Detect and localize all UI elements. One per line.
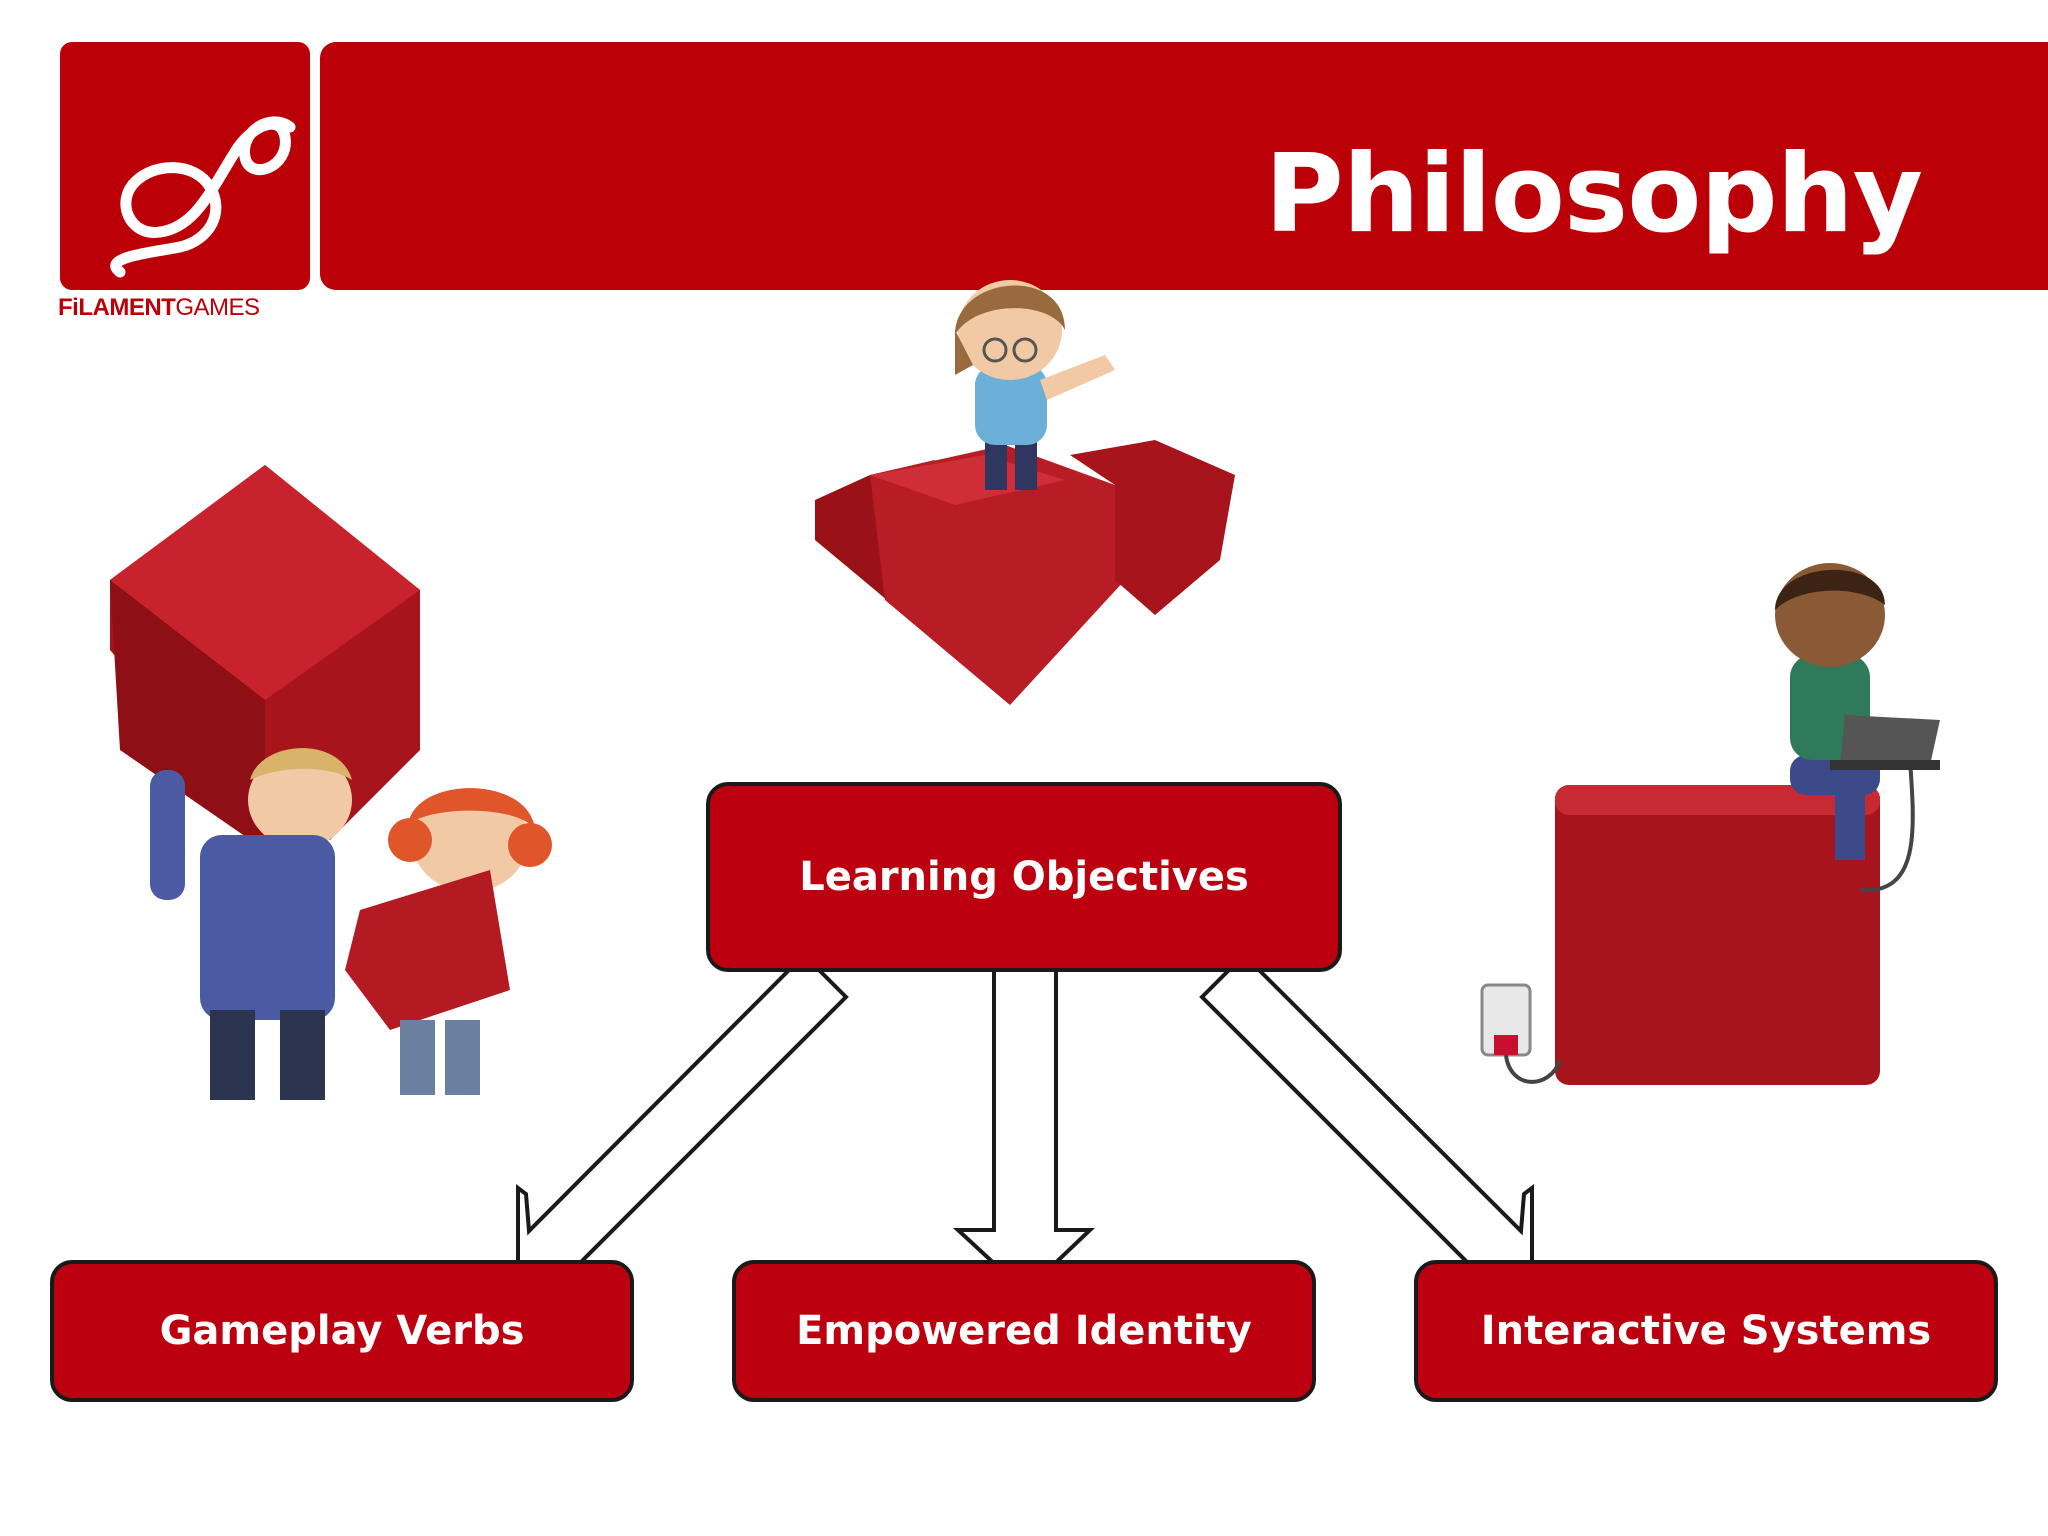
node-label: Interactive Systems: [1480, 1308, 1932, 1354]
kids-lifting-cube-illustration: [110, 465, 552, 1100]
node-label: Empowered Identity: [796, 1308, 1252, 1354]
page-title: Philosophy: [1264, 132, 1923, 257]
filament-swirl-icon: [110, 116, 296, 278]
arrow-to-interactive-systems: [1199, 952, 1534, 1284]
node-label: Learning Objectives: [799, 854, 1249, 900]
boy-with-laptop-illustration: [1480, 563, 1940, 1085]
node-gameplay-verbs: Gameplay Verbs: [50, 1260, 634, 1402]
node-learning-objectives: Learning Objectives: [706, 782, 1342, 972]
node-label: Gameplay Verbs: [159, 1308, 525, 1354]
header-bar: [320, 42, 2048, 290]
logo-wordmark: FiLAMENTGAMES: [58, 294, 260, 321]
arrow-to-empowered-identity: [952, 953, 1095, 1295]
filament-games-logo: [60, 42, 310, 290]
girl-on-cubes-illustration: [815, 280, 1235, 705]
node-empowered-identity: Empowered Identity: [732, 1260, 1316, 1402]
arrow-to-gameplay-verbs: [516, 952, 849, 1284]
node-interactive-systems: Interactive Systems: [1414, 1260, 1998, 1402]
